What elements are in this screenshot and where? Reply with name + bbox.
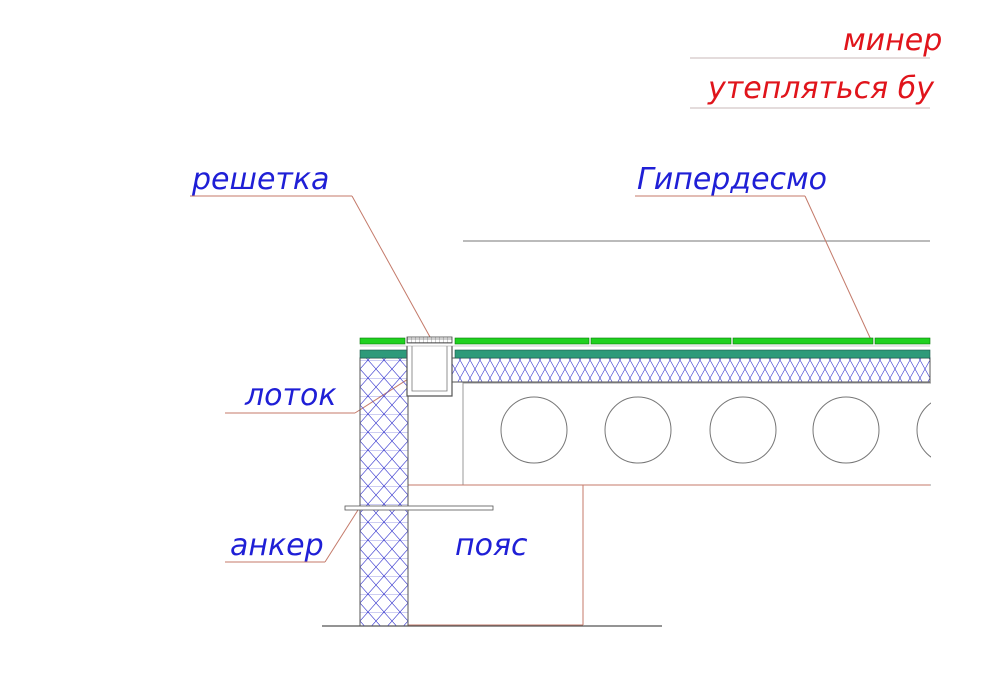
membrane-segment [359, 337, 406, 345]
label-tray: лоток [244, 378, 336, 413]
screed-layer-roof [454, 349, 931, 359]
slab-void [500, 396, 568, 464]
slab-void [604, 396, 672, 464]
label-belt: пояс [455, 528, 528, 563]
hollow-core-slab [462, 382, 934, 486]
membrane-segment [454, 337, 590, 345]
membrane-segment [874, 337, 931, 345]
membrane-segment [590, 337, 732, 345]
screed-layer-wall [359, 349, 408, 359]
label-membrane: Гипердесмо [637, 162, 827, 197]
note-line-1: минер [843, 23, 942, 58]
slab-void [812, 396, 880, 464]
drainage-tray [406, 346, 453, 397]
label-anchor: анкер [230, 528, 324, 563]
slab-void [709, 396, 777, 464]
drainage-tray-inner [411, 346, 448, 392]
leader-membrane [804, 195, 873, 343]
membrane-segment [732, 337, 874, 345]
insulated-wall [359, 357, 409, 627]
leader-anchor [324, 509, 359, 563]
slab-cut-mask [931, 380, 1000, 490]
leader-grate [351, 195, 431, 338]
drain-grate [406, 336, 453, 344]
roof-insulation-layer [451, 357, 931, 383]
note-line-2: утепляться бу [707, 71, 935, 106]
label-grate: решетка [191, 162, 329, 197]
anchor-plate [344, 505, 494, 511]
